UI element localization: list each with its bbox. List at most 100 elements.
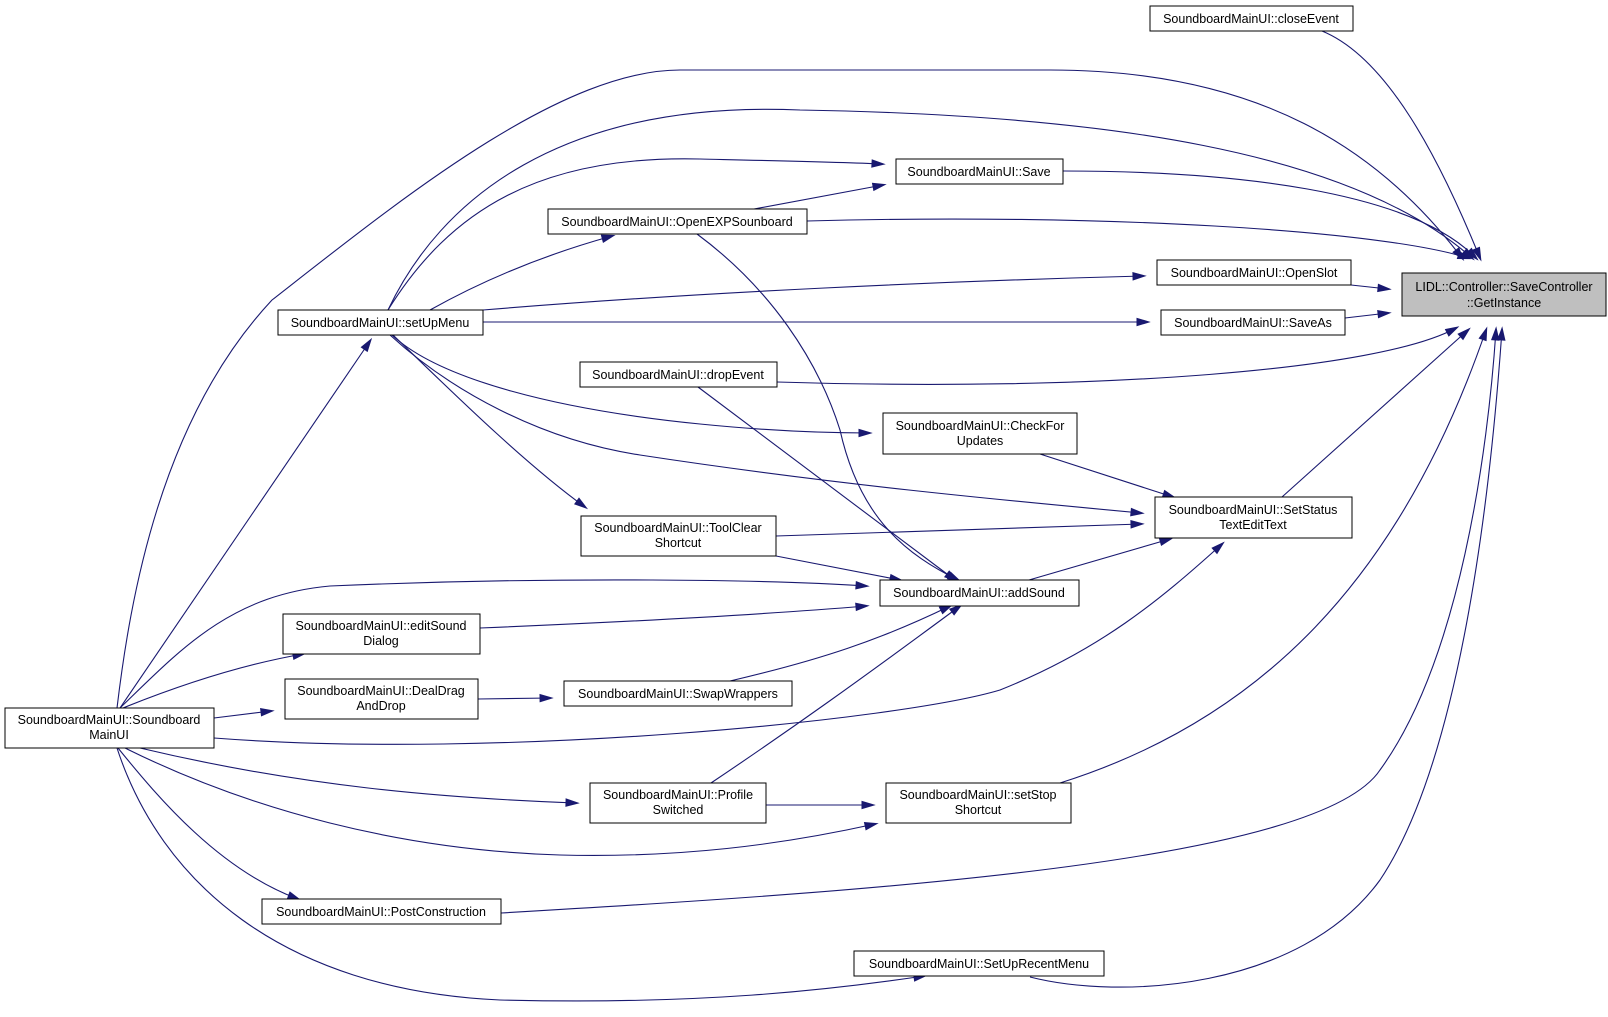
node-toolclearshortcut[interactable]: SoundboardMainUI::ToolClear Shortcut [580,515,777,557]
edge-line [139,747,577,804]
node-setupmenu[interactable]: SoundboardMainUI::setUpMenu [277,309,484,336]
arrowhead-icon [1457,327,1471,341]
arrowhead-icon [871,159,886,168]
arrowhead-icon [943,570,958,583]
edge-ctor-to-postConstruction [117,747,302,901]
node-postconstruction[interactable]: SoundboardMainUI::PostConstruction [261,898,502,925]
arrowhead-icon [539,693,554,703]
edge-line [124,747,876,856]
node-setstopshortcut-line-2: Shortcut [955,803,1002,817]
node-setstopshortcut[interactable]: SoundboardMainUI::setStop Shortcut [885,782,1072,824]
arrowhead-icon [1478,326,1488,342]
arrowhead-icon [574,497,589,510]
node-checkforupdates-line-2: Updates [957,434,1004,448]
arrowhead-icon [863,822,879,831]
node-setuprecentmenu[interactable]: SoundboardMainUI::SetUpRecentMenu [853,950,1105,977]
edge-line [116,747,925,1002]
edge-editSound-to-addSound [479,602,870,629]
edge-postConstruction-to-getInstance [500,326,1500,914]
node-soundboardmainui-line-2: MainUI [89,728,129,742]
node-save[interactable]: SoundboardMainUI::Save [895,158,1064,185]
edge-ctor-to-setUpMenu [119,337,373,709]
node-layer: LIDL::Controller::SaveController ::GetIn… [4,5,1607,977]
node-saveas[interactable]: SoundboardMainUI::SaveAs [1160,309,1346,336]
arrowhead-icon [1136,317,1151,327]
node-getinstance-line-2: ::GetInstance [1467,296,1541,310]
edge-line [729,605,951,682]
edge-line [391,334,870,434]
node-getinstance-line-1: LIDL::Controller::SaveController [1415,280,1592,294]
arrowhead-icon [260,707,275,717]
edge-line [753,184,884,210]
node-openexpsounboard-label: SoundboardMainUI::OpenEXPSounboard [561,215,792,229]
edge-closeEvent-to-getInstance [1321,30,1482,262]
node-dealdraganddrop[interactable]: SoundboardMainUI::DealDrag AndDrop [284,678,479,720]
edge-dealDrag-to-swapWrappers [477,693,554,703]
edge-openExp-to-save [753,182,887,210]
edge-line [117,747,299,900]
edge-setStatus-to-getInstance [1281,327,1471,498]
arrowhead-icon [871,182,887,192]
node-getinstance[interactable]: LIDL::Controller::SaveController ::GetIn… [1401,272,1607,317]
node-setstatustextedittext-line-2: TextEditText [1219,518,1287,532]
edge-line [697,386,956,581]
node-dealdraganddrop-line-2: AndDrop [356,699,405,713]
edge-line [1281,329,1469,498]
edge-ctor-to-setStatus [213,541,1225,745]
node-soundboardmainui[interactable]: SoundboardMainUI::Soundboard MainUI [4,707,215,749]
arrowhead-icon [1496,326,1506,341]
node-editsounddialog-line-2: Dialog [363,634,398,648]
node-profileswitched[interactable]: SoundboardMainUI::Profile Switched [589,782,767,824]
node-setupmenu-label: SoundboardMainUI::setUpMenu [291,316,470,330]
arrowhead-icon [948,603,964,616]
node-profileswitched-line-2: Switched [653,803,704,817]
edge-profileSwitched-to-addSound [710,603,964,784]
arrowhead-icon [1461,247,1475,261]
node-dropevent[interactable]: SoundboardMainUI::dropEvent [579,361,778,388]
edge-openExp-to-getInstance [806,218,1472,260]
node-setstopshortcut-line-1: SoundboardMainUI::setStop [899,788,1056,802]
node-addsound-label: SoundboardMainUI::addSound [893,586,1065,600]
arrowhead-icon [565,798,580,807]
edge-setStop-to-getInstance [1059,326,1488,784]
edge-toolClear-to-addSound [775,555,904,583]
edge-line [479,605,867,629]
arrowhead-icon [1472,246,1482,262]
node-setstatustextedittext[interactable]: SoundboardMainUI::SetStatus TextEditText [1154,496,1353,539]
edge-line [1062,170,1477,259]
edge-line [122,653,304,709]
node-openexpsounboard[interactable]: SoundboardMainUI::OpenEXPSounboard [547,208,808,235]
node-checkforupdates[interactable]: SoundboardMainUI::CheckFor Updates [882,412,1078,455]
arrowhead-icon [360,337,373,353]
node-setuprecentmenu-label: SoundboardMainUI::SetUpRecentMenu [869,957,1089,971]
edge-line [500,329,1497,914]
edge-toolClear-to-setStatus [775,520,1145,537]
arrowhead-icon [1130,507,1145,517]
edge-swapWrappers-to-addSound [729,604,954,682]
arrowhead-icon [855,602,870,612]
node-addsound[interactable]: SoundboardMainUI::addSound [879,579,1080,607]
edge-line [1029,329,1503,988]
edge-ctor-to-dealDrag [213,707,275,719]
edge-openSlot-to-getInstance [1350,283,1392,293]
arrowhead-icon [600,234,616,243]
edge-setUpMenu-to-getInstance [387,108,1475,311]
node-openslot[interactable]: SoundboardMainUI::OpenSlot [1156,259,1352,286]
node-editsounddialog[interactable]: SoundboardMainUI::editSound Dialog [282,613,481,655]
arrowhead-icon [1158,537,1174,546]
arrowhead-icon [1132,272,1147,281]
node-dealdraganddrop-line-1: SoundboardMainUI::DealDrag [297,684,465,698]
edge-setUpRecent-to-getInstance [1029,326,1506,988]
node-swapwrappers-label: SoundboardMainUI::SwapWrappers [578,687,778,701]
edge-line [776,327,1457,385]
edge-ctor-to-editSound [122,651,307,709]
arrowhead-icon [1211,541,1225,555]
node-swapwrappers[interactable]: SoundboardMainUI::SwapWrappers [563,680,793,707]
node-closeevent[interactable]: SoundboardMainUI::closeEvent [1149,5,1354,32]
node-soundboardmainui-line-1: SoundboardMainUI::Soundboard [18,713,201,727]
edge-addSound-to-setStatus [1028,537,1174,581]
edge-line [429,235,613,311]
edge-setUpMenu-to-saveAs [483,317,1151,327]
node-closeevent-label: SoundboardMainUI::closeEvent [1163,12,1339,26]
edge-checkUpdates-to-setStatus [1039,453,1177,499]
